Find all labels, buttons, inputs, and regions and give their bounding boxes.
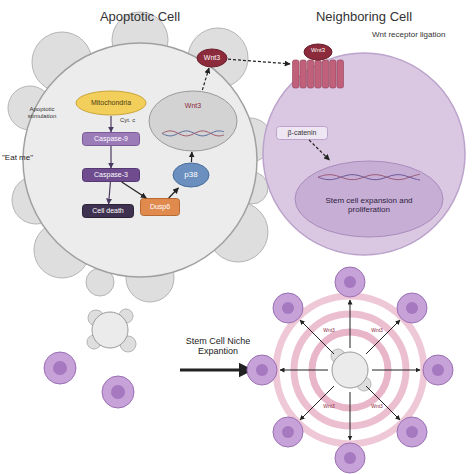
nucleus-gene-outline [148,90,238,152]
node-label: Dusp6 [150,203,170,211]
node-label: Wnt3 [311,47,325,54]
signal-arrow [309,140,329,160]
node-label: Cell death [92,207,124,215]
node-label: Mitochondria [91,99,131,107]
node-label: p38 [184,170,197,179]
node-label: Caspase-3 [94,171,128,179]
niche-expansion [247,267,453,473]
node-label: Wnt3 [204,54,220,62]
ligand-label: Wnt3 [366,404,388,410]
stimulus-label: Apoptotic stimulation [22,106,62,120]
process-label: Stem Cell Niche Expantion [170,336,266,357]
node-label: Stem cell expansion and proliferation [316,196,422,214]
beta-catenin: β-catenin [276,126,328,140]
neighboring-cell: Neighboring CellWnt3β-cateninStem cell e… [262,52,466,256]
ligand-label: Wnt3 [318,328,340,334]
cell-heading: Apoptotic Cell [50,10,230,25]
node-label: Caspase-9 [94,135,128,143]
ligand-label: Wnt3 [366,328,388,334]
signal-arrow [110,116,111,132]
signal-arrow [191,152,193,162]
membrane-blebs [8,12,272,302]
signal-label: "Eat me" [2,153,48,162]
caspase-9: Caspase-9 [82,132,140,146]
p38-kinase: p38 [172,162,210,188]
small-cells [44,309,136,408]
cell-heading: Neighboring Cell [278,10,450,25]
cell-death: Cell death [82,204,134,218]
caspase-3: Caspase-3 [82,168,140,182]
ligand-label: Wnt3 [318,404,340,410]
signal-arrow [169,188,179,198]
mitochondria: Mitochondria [75,90,147,116]
wnt-receptor: Wnt3 [290,44,346,88]
dusp6-enzyme: Dusp6 [140,198,180,216]
signal-arrow [109,182,111,204]
signal-arrow [110,146,111,168]
process-label: Wnt receptor ligation [372,30,470,39]
node-label: Wnt3 [185,102,201,110]
apoptotic-cell-outline [20,42,260,278]
protein-label: Cyt. c [120,117,150,124]
signal-arrow [228,59,290,64]
wnt3-ligand: Wnt3 [196,48,228,68]
apoptotic-cell: Apoptotic CellMitochondriaCaspase-9Caspa… [20,42,260,278]
transition-arrow [180,369,252,372]
signal-arrow [202,68,209,90]
nucleus: Stem cell expansion and proliferation [294,160,444,238]
node-label: β-catenin [288,129,317,137]
nucleus-gene: Wnt3 [148,90,238,152]
signal-arrow [122,182,146,198]
